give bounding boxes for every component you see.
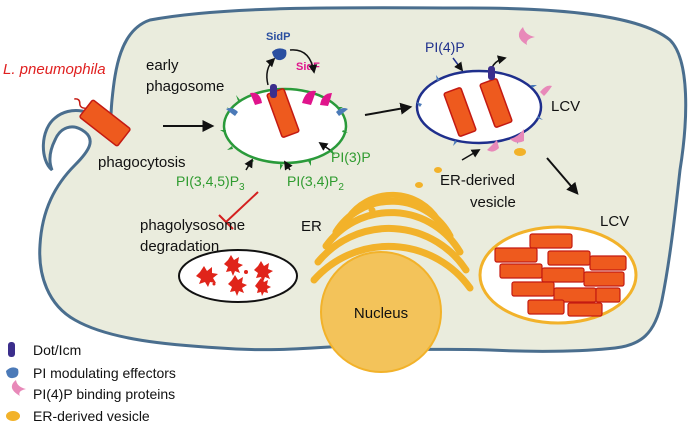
lcv-label-1: LCV	[551, 98, 580, 115]
pi4p-label: PI(4)P	[425, 39, 465, 55]
secretion-arrow-up	[265, 57, 276, 86]
inhibition-bar	[218, 214, 234, 230]
endoplasmic-reticulum	[310, 191, 474, 292]
pi3p-label: PI(3)P	[331, 149, 371, 165]
dot-icm-icon	[8, 342, 15, 357]
sidf-label: SidF	[296, 61, 320, 73]
er-vesicle-label-1: ER-derived	[440, 172, 515, 189]
legend-label-2: PI(4)P binding proteins	[33, 386, 175, 402]
sidf-effector	[302, 90, 316, 105]
pi34p2-label: PI(3,4)P2	[287, 173, 344, 193]
to-lcv-arrow	[364, 102, 413, 116]
pi3p-arrow	[318, 141, 331, 151]
to-replicative-lcv-arrow	[546, 157, 579, 195]
pi34p2-arrow	[284, 160, 293, 171]
secretion-arrow-down	[289, 49, 318, 74]
nucleus	[320, 251, 442, 373]
lcv-early	[415, 66, 552, 152]
inhibition-line	[225, 191, 259, 223]
legend-label-1: PI modulating effectors	[33, 365, 176, 381]
early-phagosome	[220, 84, 348, 170]
lcv-replicative	[478, 225, 638, 325]
dot-icm-lcv	[488, 66, 495, 80]
legend-label-0: Dot/Icm	[33, 342, 81, 358]
er-label: ER	[301, 218, 322, 235]
early-phagosome-label-1: early	[146, 57, 179, 74]
phagolysosome-label-2: degradation	[140, 238, 219, 255]
lcv-label-2: LCV	[600, 213, 629, 230]
nucleus-label: Nucleus	[354, 305, 408, 322]
legend: Dot/Icm PI modulating effectors PI(4)P b…	[6, 342, 176, 424]
er-vesicle-label-2: vesicle	[470, 194, 516, 211]
phagolysosome	[178, 249, 298, 303]
phagolysosome-label-1: phagolysosome	[140, 217, 245, 234]
pip3-label: PI(3,4,5)P3	[176, 173, 245, 193]
pi4p-binding-protein-top	[518, 27, 535, 45]
sidp-label: SidP	[266, 31, 290, 43]
phagocytosis-label: phagocytosis	[98, 154, 186, 171]
pip3-arrow	[244, 158, 253, 171]
vesicle-arrow	[461, 149, 481, 161]
bacterium-outside	[74, 98, 131, 147]
pi4p-binding-protein-icon	[11, 380, 26, 396]
legend-label-3: ER-derived vesicle	[33, 408, 150, 424]
er-vesicle-icon	[6, 411, 20, 421]
pi4p-arrow	[452, 57, 464, 72]
sidp-effector	[272, 48, 287, 61]
early-phagosome-label-2: phagosome	[146, 78, 224, 95]
organism-label: L. pneumophila	[3, 61, 106, 78]
pi-modulating-effector-icon	[6, 367, 19, 379]
dot-icm-early	[270, 84, 277, 98]
